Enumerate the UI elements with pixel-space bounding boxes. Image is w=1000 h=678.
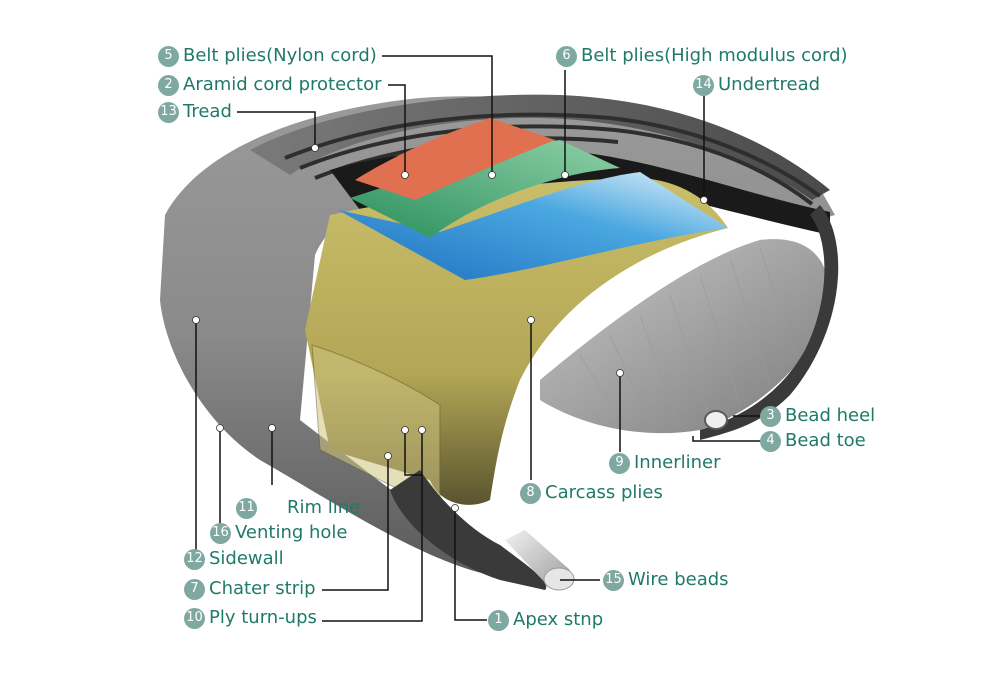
label-number-badge: 13: [158, 101, 179, 123]
label-text: Bead toe: [785, 430, 866, 451]
label-belt-plies-nylon: 5 Belt plies(Nylon cord): [158, 45, 377, 67]
label-rim-line: 11 Rim line: [236, 497, 360, 519]
innerliner-surface: [540, 239, 830, 434]
label-innerliner: 9 Innerliner: [609, 452, 720, 474]
label-number-badge: 14: [693, 74, 714, 96]
label-text: Carcass plies: [545, 482, 663, 503]
pointer-dots: [192, 144, 708, 512]
label-number-badge: 5: [158, 45, 179, 67]
label-text: Sidewall: [209, 548, 284, 569]
wire-bead-end: [543, 567, 575, 591]
label-number-badge: 15: [603, 569, 624, 591]
label-bead-toe: 4 Bead toe: [760, 430, 866, 452]
label-number-badge: 2: [158, 74, 179, 96]
bead-heel-ring: [704, 410, 728, 430]
label-number-badge: 9: [609, 452, 630, 474]
label-sidewall: 12 Sidewall: [184, 548, 284, 570]
belt-high-modulus: [338, 172, 728, 280]
label-text: Belt plies(High modulus cord): [581, 45, 848, 66]
label-number-badge: 3: [760, 405, 781, 427]
belt-nylon: [355, 118, 555, 200]
label-number-badge: 6: [556, 45, 577, 67]
label-text: Apex stnp: [513, 609, 604, 630]
label-number-badge: 7: [184, 578, 205, 600]
label-ply-turn-ups: 10 Ply turn-ups: [184, 607, 317, 629]
label-chater-strip: 7 Chater strip: [184, 578, 316, 600]
tread-band: [250, 94, 830, 200]
label-aramid-cord-protector: 2 Aramid cord protector: [158, 74, 382, 96]
label-text: Undertread: [718, 74, 821, 95]
tire-outer-shell: [160, 96, 835, 575]
bead-region: [390, 470, 547, 590]
label-venting-hole: 16 Venting hole: [210, 522, 348, 544]
label-text: Venting hole: [235, 522, 348, 543]
label-text: Aramid cord protector: [183, 74, 382, 95]
label-text: Ply turn-ups: [209, 607, 317, 628]
label-carcass-plies: 8 Carcass plies: [520, 482, 663, 504]
label-text: Chater strip: [209, 578, 316, 599]
label-text: Bead heel: [785, 405, 876, 426]
belt-aramid-protector: [350, 140, 620, 238]
label-belt-plies-high-modulus: 6 Belt plies(High modulus cord): [556, 45, 848, 67]
label-undertread: 14 Undertread: [693, 74, 820, 96]
label-text: Wire beads: [628, 569, 729, 590]
label-number-badge: 1: [488, 609, 509, 631]
innerliner-texture: [579, 247, 796, 429]
label-text: Rim line: [287, 497, 361, 518]
label-number-badge: 12: [184, 548, 205, 570]
leader-lines: [195, 55, 770, 622]
label-number-badge: 16: [210, 522, 231, 544]
label-number-badge: 11: [236, 497, 257, 519]
label-text: Tread: [183, 101, 232, 122]
label-apex-strip: 1 Apex stnp: [488, 609, 603, 631]
label-wire-beads: 15 Wire beads: [603, 569, 729, 591]
right-sidewall-edge: [700, 205, 839, 440]
label-number-badge: 8: [520, 482, 541, 504]
label-text: Belt plies(Nylon cord): [183, 45, 377, 66]
label-number-badge: 4: [760, 430, 781, 452]
label-number-badge: 10: [184, 607, 205, 629]
label-bead-heel: 3 Bead heel: [760, 405, 875, 427]
label-text: Innerliner: [634, 452, 721, 473]
label-tread: 13 Tread: [158, 101, 232, 123]
